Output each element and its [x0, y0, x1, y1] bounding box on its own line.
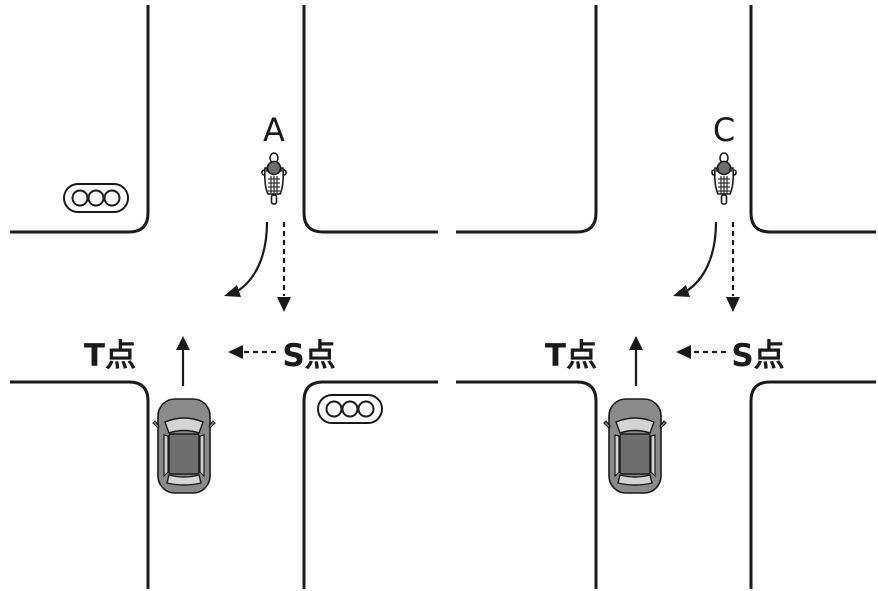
road-edge-top-left: [456, 5, 598, 234]
road-edge-bottom-left: [456, 380, 598, 589]
road-edge-top-right: [302, 5, 438, 234]
point-t-label: T点: [545, 338, 597, 374]
road-edge-bottom-left: [10, 380, 150, 589]
arrow-icon: [224, 221, 269, 297]
arrow-icon: [673, 221, 718, 297]
car-icon: [603, 398, 667, 494]
road-edge-top-left: [10, 5, 150, 234]
arrow-icon: [176, 336, 190, 386]
motorcycle-icon: [261, 152, 287, 205]
vehicle-label: C: [713, 111, 735, 149]
motorcycle-icon: [711, 152, 737, 205]
arrow-icon: [629, 336, 643, 386]
car-icon: [152, 398, 216, 494]
traffic-signal-icon: [63, 183, 129, 213]
point-s-label: S点: [282, 338, 335, 374]
road-edge-bottom-right: [302, 380, 438, 589]
point-t-label: T点: [84, 338, 136, 374]
arrow-icon: [228, 345, 276, 359]
traffic-signal-icon: [317, 394, 383, 424]
point-s-label: S点: [731, 338, 784, 374]
scene-right: C T点 S点: [456, 5, 876, 589]
road-edge-top-right: [749, 5, 876, 234]
vehicle-label: A: [263, 111, 285, 149]
road-edge-bottom-right: [749, 380, 876, 589]
arrow-icon: [277, 222, 291, 312]
arrow-icon: [676, 345, 726, 359]
arrow-icon: [726, 222, 740, 312]
scene-left: A T点 S点: [10, 5, 438, 589]
